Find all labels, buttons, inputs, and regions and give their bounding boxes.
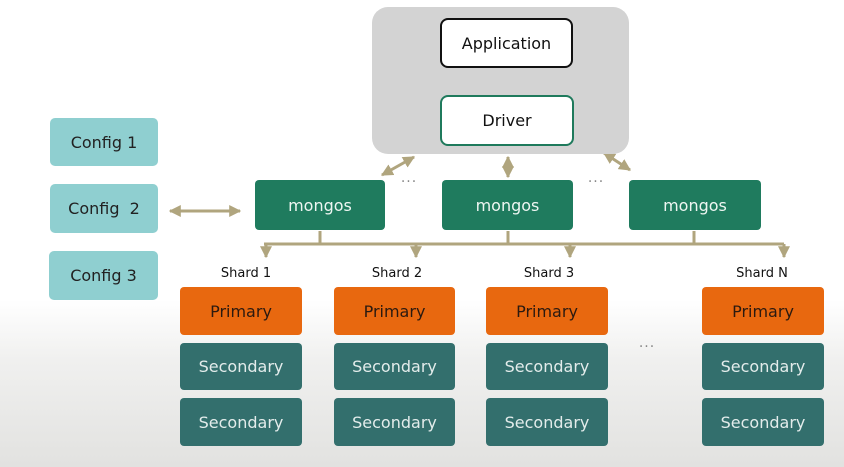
config-server-3: Config 3 <box>49 251 158 300</box>
mongos-ellipsis: ... <box>400 170 418 186</box>
shard-label: Shard 2 <box>371 266 423 281</box>
shardN-secondary: Secondary <box>702 343 824 390</box>
driver-box: Driver <box>440 95 574 146</box>
shardN-secondary: Secondary <box>702 398 824 446</box>
primary-label: Primary <box>732 301 794 321</box>
shard2-primary: Primary <box>334 287 455 335</box>
shard1-primary: Primary <box>180 287 302 335</box>
shardN-primary: Primary <box>702 287 824 335</box>
application-label: Application <box>461 33 552 53</box>
config-server-label: Config 1 <box>70 132 138 152</box>
mongos-label: mongos <box>663 195 727 215</box>
shard3-secondary: Secondary <box>486 343 608 390</box>
driver-mongos3-link <box>602 151 632 172</box>
config-server-label: Config 2 <box>68 199 140 218</box>
driver-mongos1-link <box>380 155 416 177</box>
config-server-2: Config 2 <box>50 184 158 233</box>
shard2-secondary: Secondary <box>334 343 455 390</box>
mongos-label: mongos <box>475 195 540 215</box>
secondary-label: Secondary <box>352 412 437 432</box>
primary-label: Primary <box>516 301 578 321</box>
secondary-label: Secondary <box>504 412 590 432</box>
mongos-router-1: mongos <box>255 180 385 230</box>
shard2-secondary: Secondary <box>334 398 455 446</box>
shard-label: Shard 1 <box>220 266 272 281</box>
shard3-primary: Primary <box>486 287 608 335</box>
primary-label: Primary <box>363 301 426 321</box>
secondary-label: Secondary <box>504 357 590 376</box>
application-box: Application <box>440 18 573 68</box>
driver-label: Driver <box>482 111 532 130</box>
secondary-label: Secondary <box>198 412 284 432</box>
shard-label: Shard 3 <box>523 266 575 281</box>
shard1-secondary: Secondary <box>180 398 302 446</box>
shard-ellipsis: ... <box>638 335 656 351</box>
secondary-label: Secondary <box>720 357 806 376</box>
shard3-secondary: Secondary <box>486 398 608 446</box>
mongos-ellipsis: ... <box>587 170 605 186</box>
shard1-secondary: Secondary <box>180 343 302 390</box>
secondary-label: Secondary <box>198 357 284 376</box>
secondary-label: Secondary <box>352 357 437 376</box>
primary-label: Primary <box>210 301 272 321</box>
secondary-label: Secondary <box>720 412 806 432</box>
config-server-1: Config 1 <box>50 118 158 166</box>
mongos-router-3: mongos <box>629 180 761 230</box>
config-server-label: Config 3 <box>70 266 137 285</box>
mongos-label: mongos <box>288 195 352 215</box>
shard-label: Shard N <box>736 266 788 281</box>
mongos-router-2: mongos <box>442 180 573 230</box>
